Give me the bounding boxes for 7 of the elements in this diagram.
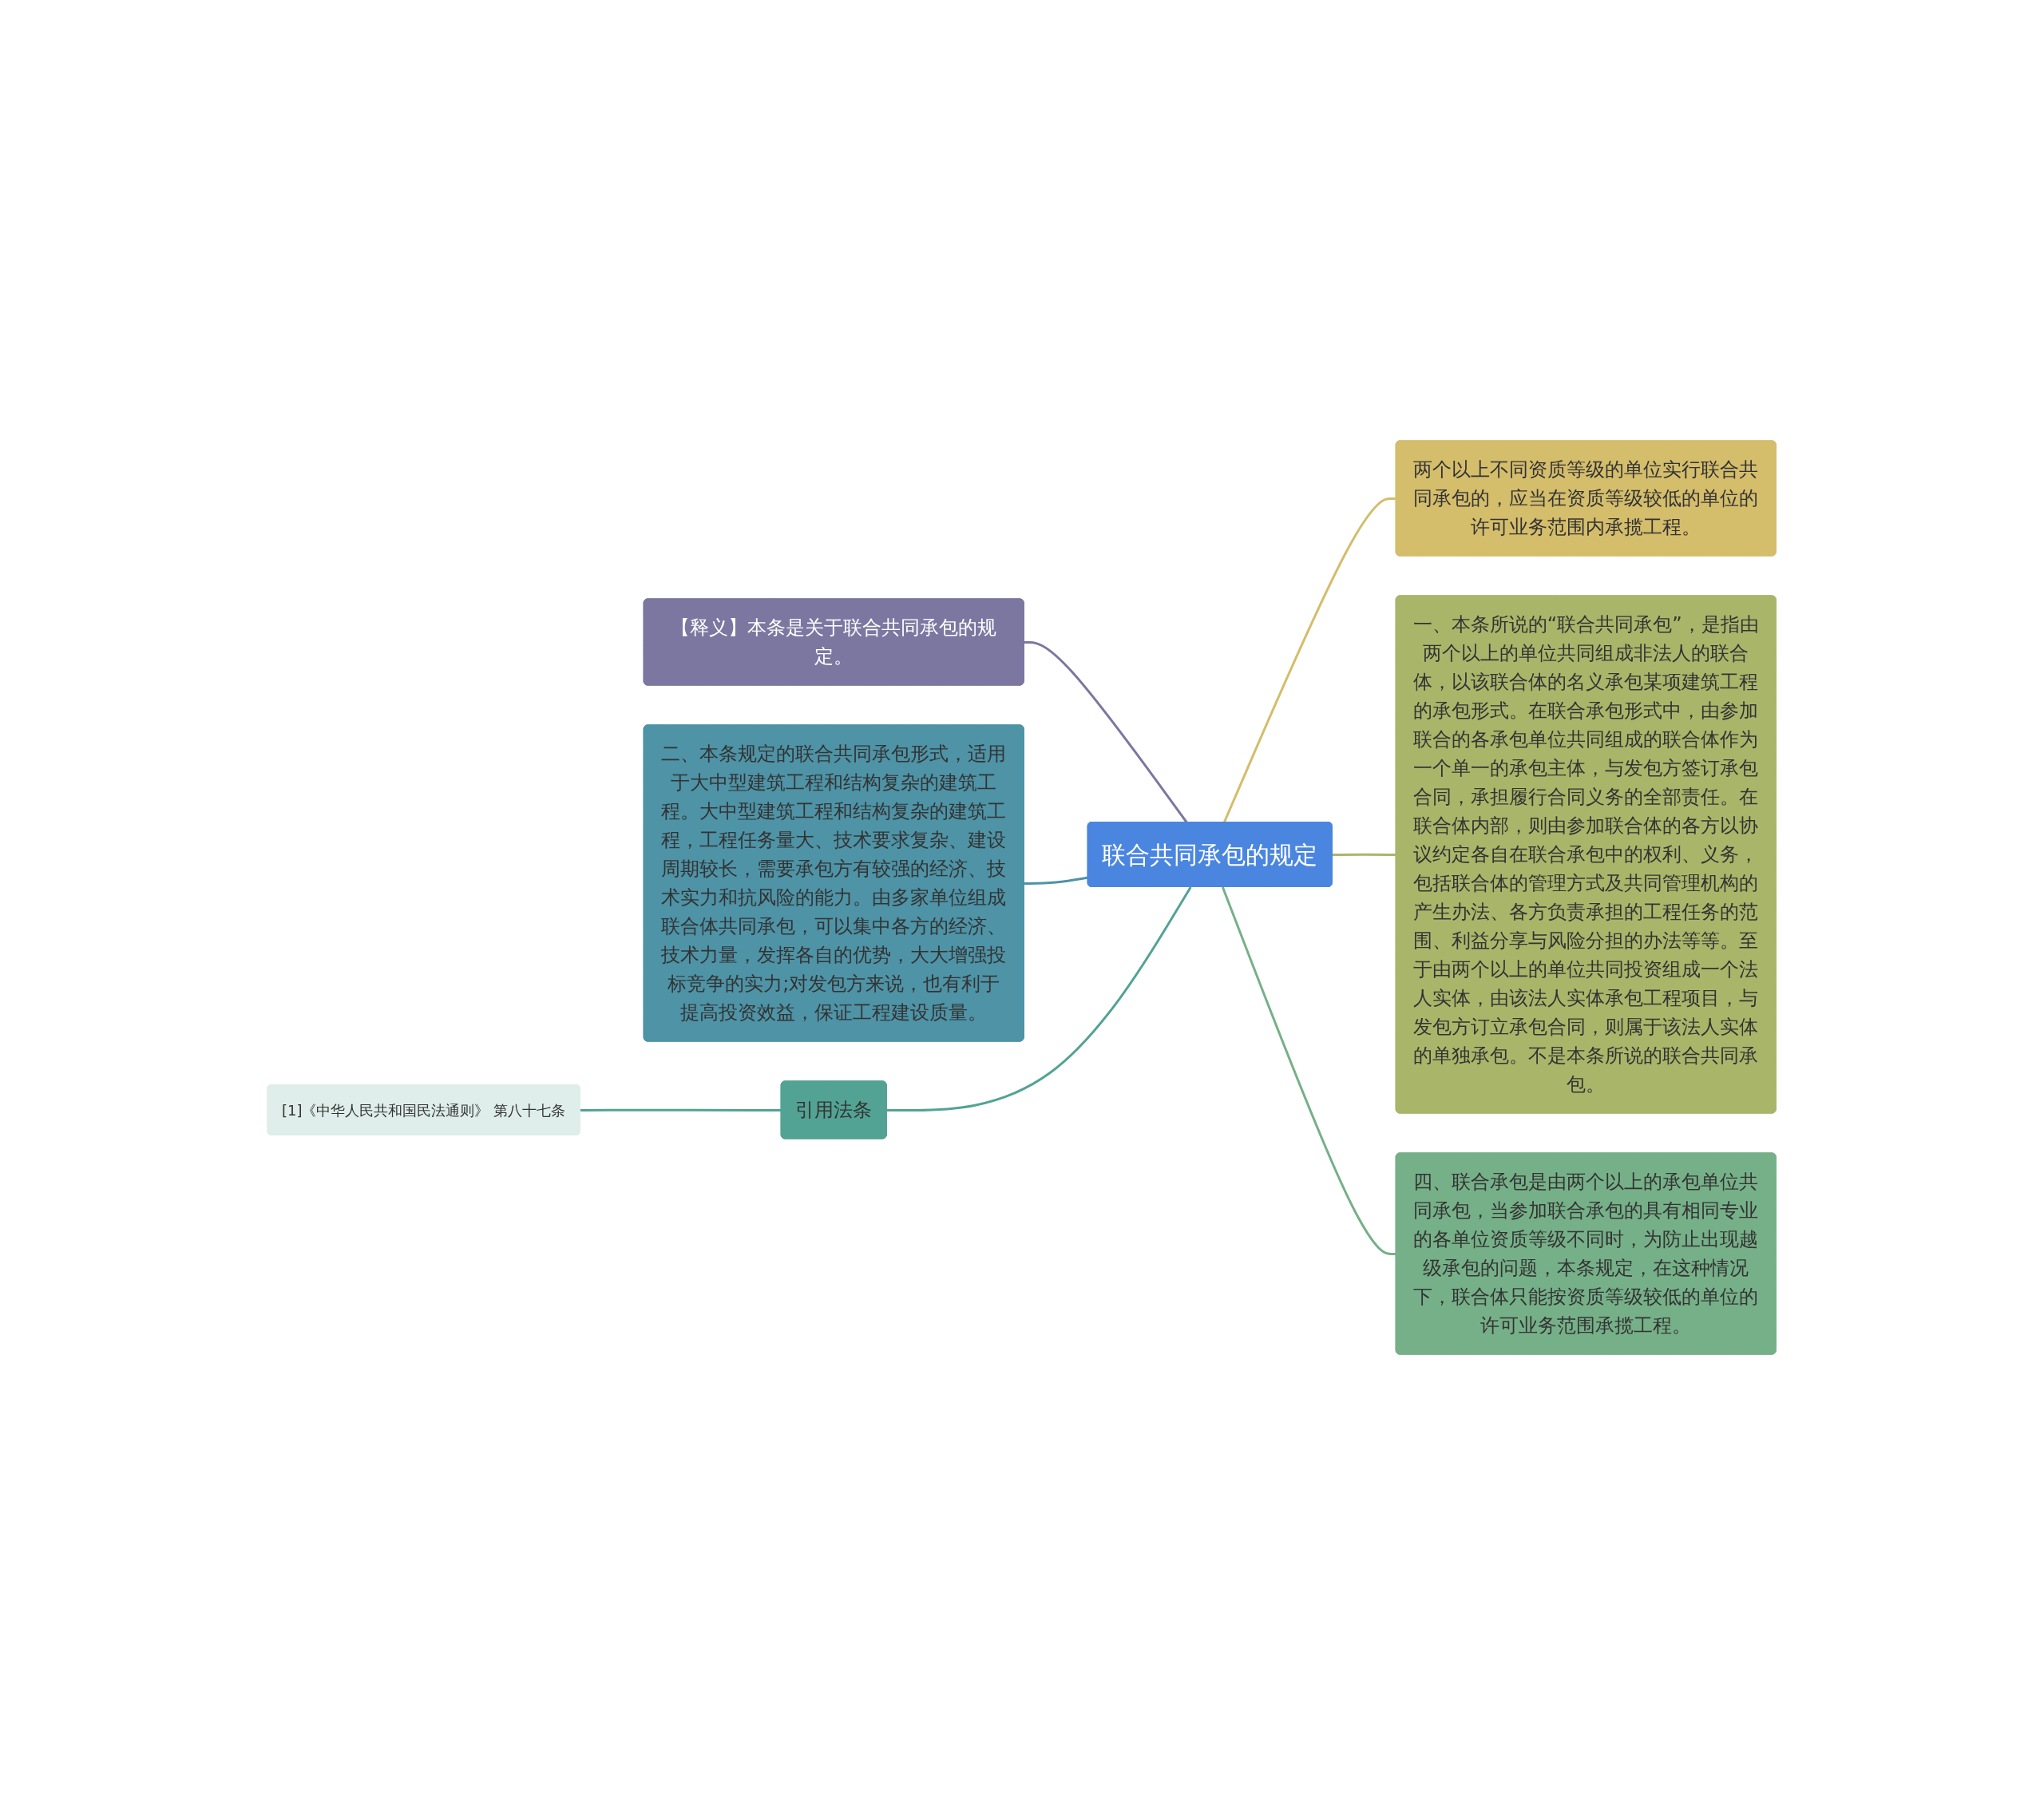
- connector: [1223, 497, 1397, 823]
- connector: [887, 886, 1192, 1111]
- connector: [580, 1108, 782, 1111]
- connector: [1333, 853, 1397, 856]
- connector: [1024, 640, 1188, 823]
- connector: [1222, 886, 1397, 1255]
- connector: [1024, 876, 1089, 885]
